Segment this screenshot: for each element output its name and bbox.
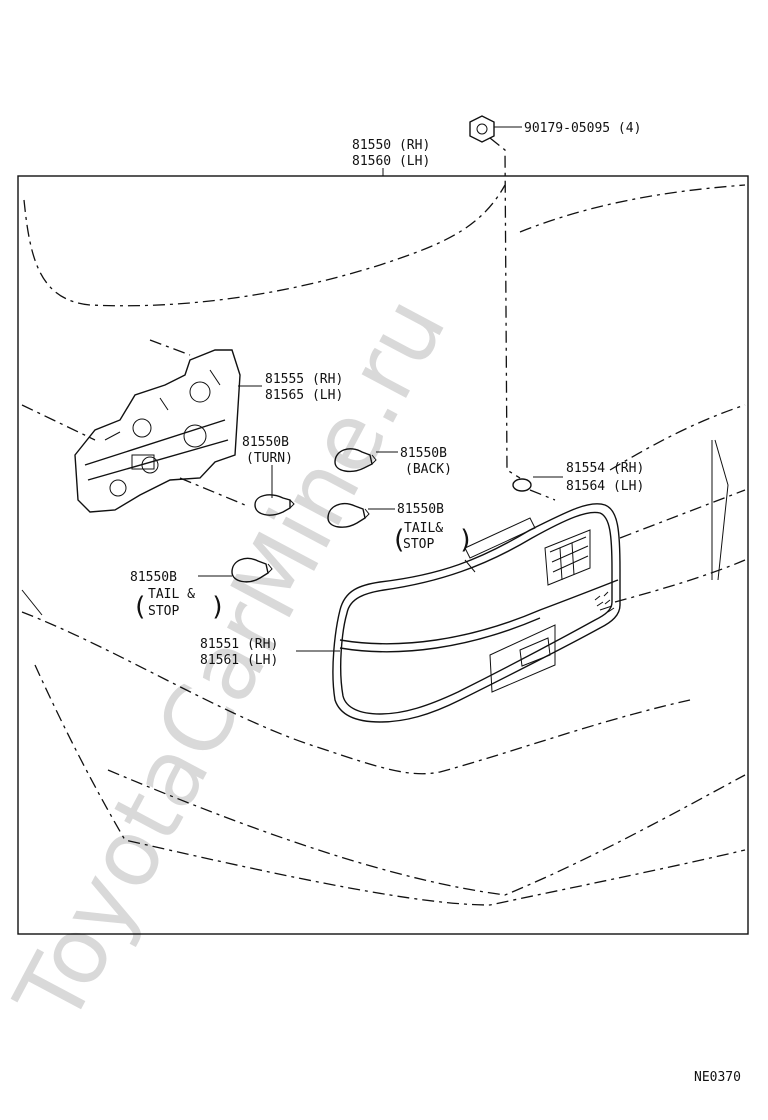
- nut-part-number: 90179-05095 (4): [524, 121, 641, 136]
- lens-body-lh-label: 81561 (LH): [200, 653, 278, 668]
- bulb-tail-stop-right-part-label: 81550B: [397, 502, 444, 517]
- nut-icon: [469, 115, 495, 143]
- nut-leader-dashed: [489, 137, 521, 479]
- bulb-tail-stop-left-note2: STOP: [148, 604, 179, 619]
- tail-lamp-lens: [332, 503, 621, 723]
- bulb-tail-stop-left-part-label: 81550B: [130, 570, 177, 585]
- lens-body-rh-label: 81551 (RH): [200, 637, 278, 652]
- bulb-turn-icon: [254, 494, 295, 516]
- bulb-tail-stop-right-note2: STOP: [403, 537, 434, 552]
- leader-lines: [198, 126, 563, 652]
- bulb-tail-stop-right-note1: TAIL&: [404, 521, 443, 536]
- bulb-tail-stop-right-icon: [327, 502, 370, 528]
- bulb-tail-stop-left-left-paren: (: [132, 592, 148, 622]
- lamp-assy-rh-label: 81550 (RH): [352, 138, 430, 153]
- bulb-tail-stop-left-icon: [231, 557, 273, 583]
- gasket-leader-dashed: [529, 489, 556, 501]
- lamp-assy-lh-label: 81560 (LH): [352, 154, 430, 169]
- gasket-icon: [512, 478, 532, 492]
- bulb-tail-stop-right-left-paren: (: [391, 525, 407, 555]
- gasket-rh-label: 81554 (RH): [566, 461, 644, 476]
- bulb-turn-note: (TURN): [246, 451, 293, 466]
- bulb-back-part-label: 81550B: [400, 446, 447, 461]
- car-body-outline: [21, 184, 746, 906]
- socket-plate: [74, 349, 241, 513]
- bulb-back-note: (BACK): [405, 462, 452, 477]
- socket-plate-rh-label: 81555 (RH): [265, 372, 343, 387]
- bulb-back-icon: [334, 448, 377, 473]
- socket-plate-lh-label: 81565 (LH): [265, 388, 343, 403]
- bulb-tail-stop-left-note1: TAIL &: [148, 587, 195, 602]
- bulb-tail-stop-right-right-paren: ): [458, 525, 474, 555]
- diagram-code: NE0370: [694, 1070, 741, 1085]
- bulb-turn-part-label: 81550B: [242, 435, 289, 450]
- gasket-lh-label: 81564 (LH): [566, 479, 644, 494]
- bulb-tail-stop-left-right-paren: ): [210, 592, 226, 622]
